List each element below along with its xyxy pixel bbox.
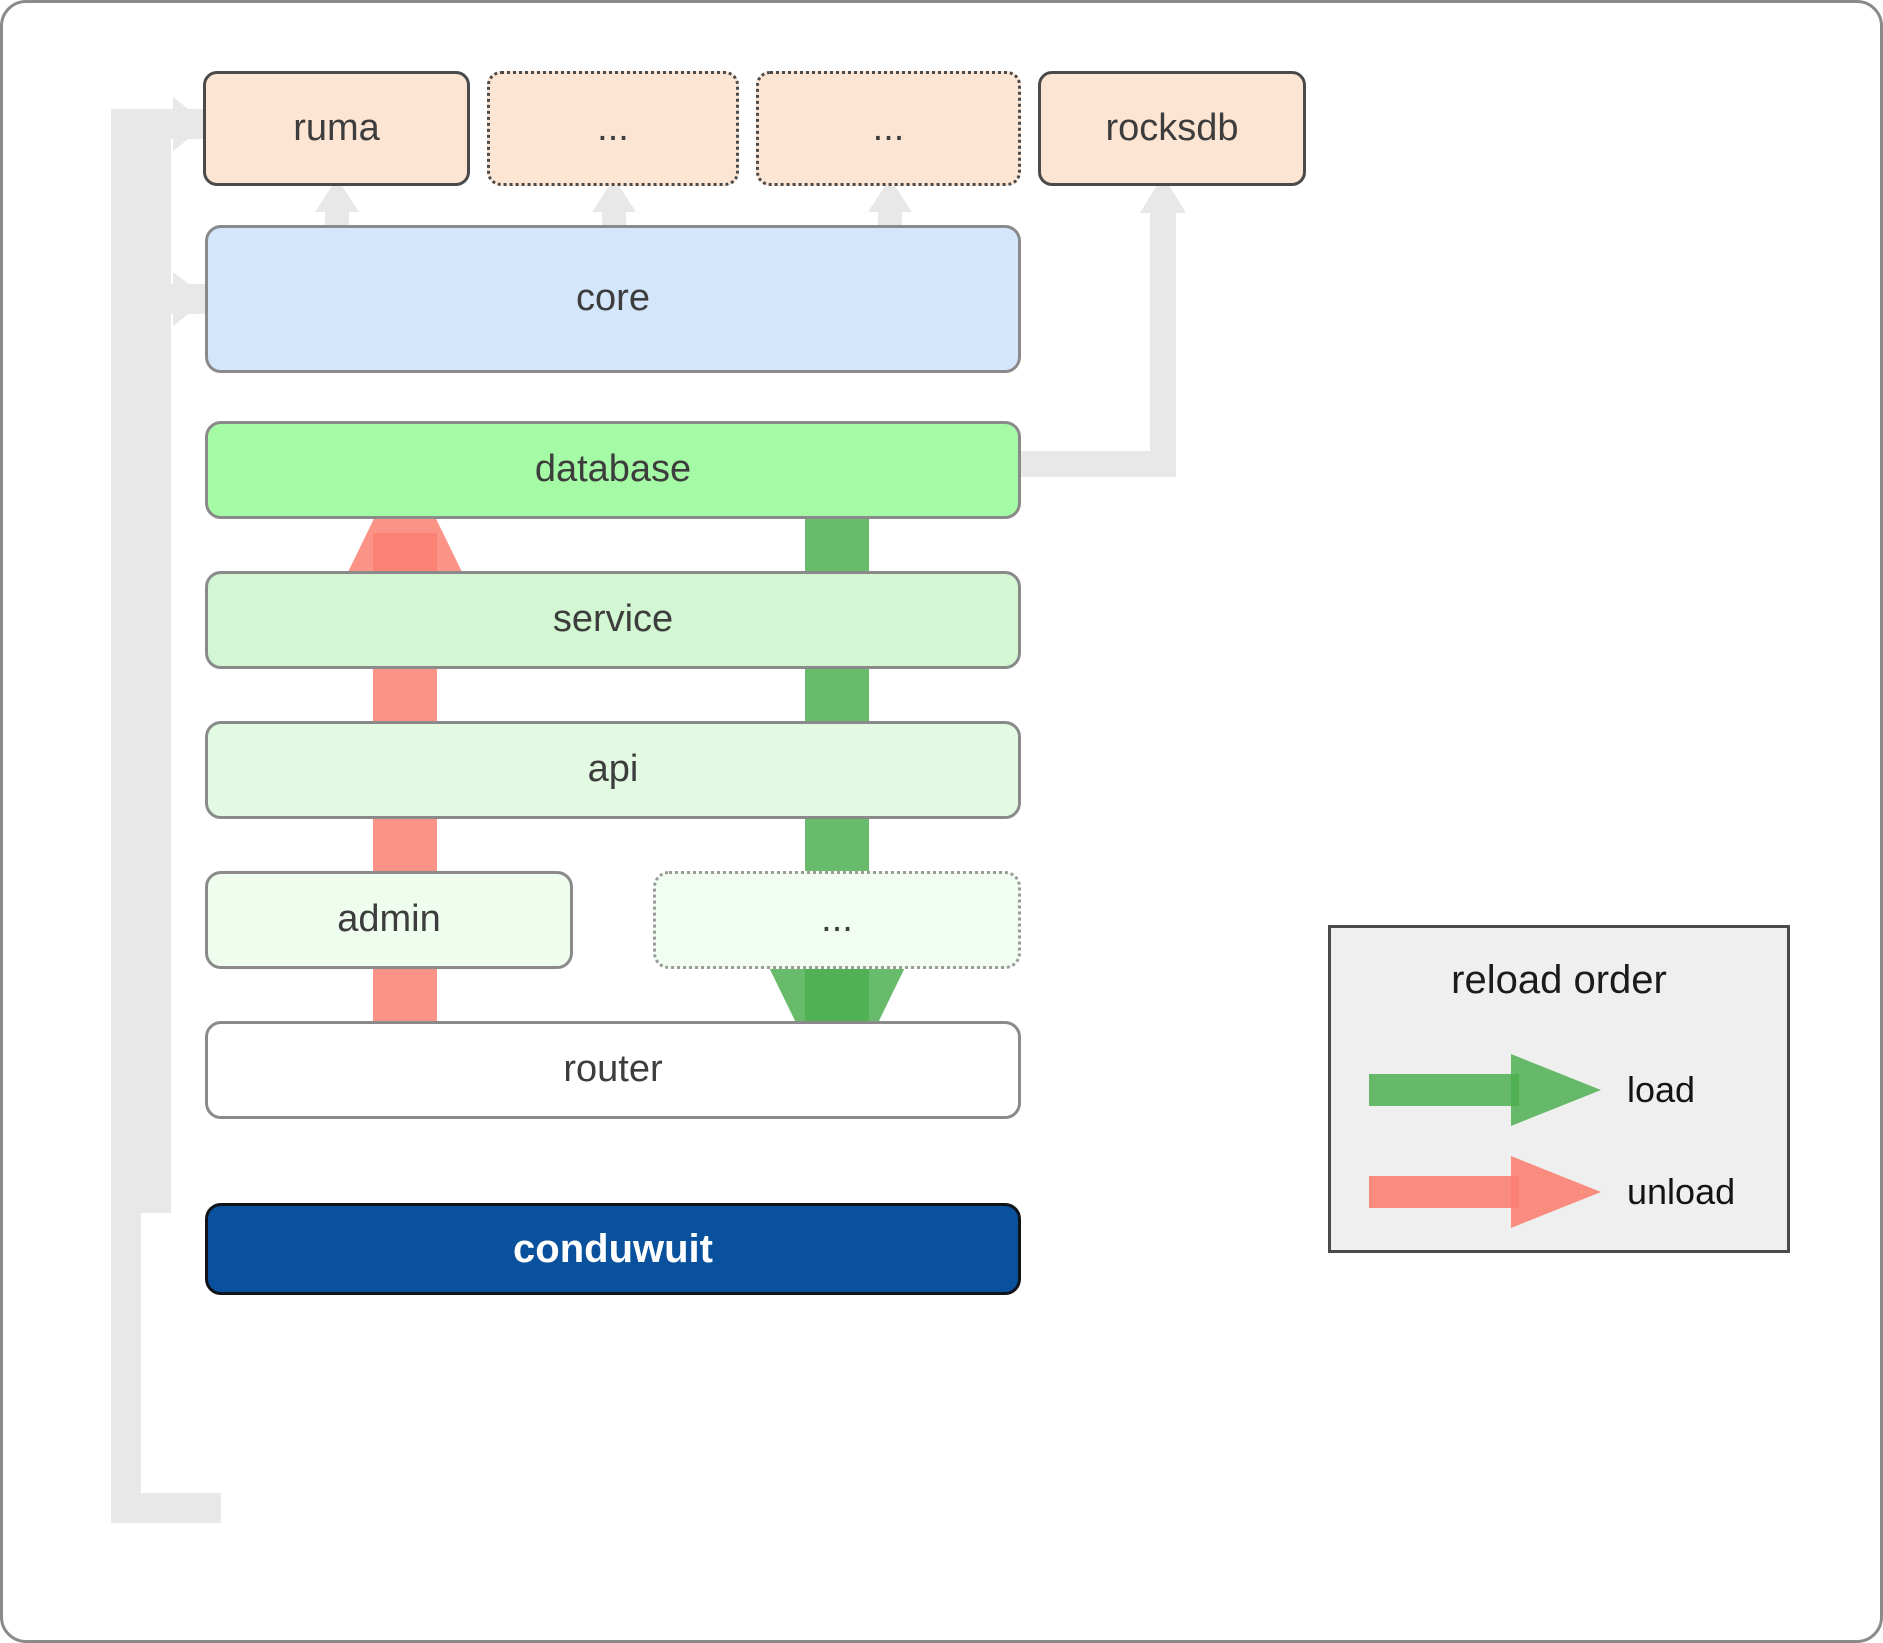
- crate-label: service: [552, 598, 674, 641]
- crate-node-router[interactable]: router: [205, 1021, 1021, 1119]
- binary-label: conduwuit: [513, 1227, 713, 1271]
- dependency-label: ...: [872, 106, 905, 149]
- crate-label: admin: [337, 898, 441, 941]
- crate-node-service[interactable]: service: [205, 571, 1021, 669]
- crate-node-core[interactable]: core: [205, 225, 1021, 373]
- binary-node-conduwuit[interactable]: conduwuit: [205, 1203, 1021, 1295]
- crate-node-api[interactable]: api: [205, 721, 1021, 819]
- crate-label: api: [587, 748, 639, 791]
- crate-label: router: [563, 1048, 663, 1091]
- crate-label: database: [534, 448, 692, 491]
- load-arrow-icon: [1369, 1054, 1601, 1126]
- crate-node-placeholder[interactable]: ...: [653, 871, 1021, 969]
- unload-arrow-icon: [1369, 1156, 1601, 1228]
- legend-entry-load: load: [1369, 1054, 1769, 1126]
- dependency-label: ruma: [293, 106, 380, 149]
- legend-entry-unload: unload: [1369, 1156, 1769, 1228]
- legend-title: reload order: [1451, 958, 1667, 1002]
- crate-node-database[interactable]: database: [205, 421, 1021, 519]
- dependency-label: rocksdb: [1105, 106, 1239, 149]
- dependency-node-ruma[interactable]: ruma: [203, 71, 470, 186]
- database-to-rocksdb-connector: [1021, 175, 1186, 477]
- legend-label-unload: unload: [1627, 1171, 1736, 1212]
- crate-node-admin[interactable]: admin: [205, 871, 573, 969]
- crate-label: ...: [821, 898, 853, 941]
- dependency-node-placeholder-2[interactable]: ...: [756, 71, 1021, 186]
- dependency-node-placeholder-1[interactable]: ...: [487, 71, 739, 186]
- dependency-label: ...: [597, 106, 629, 149]
- dependency-node-rocksdb[interactable]: rocksdb: [1038, 71, 1306, 186]
- crate-label: core: [576, 277, 650, 320]
- legend-panel: reload order load unload: [1328, 925, 1790, 1253]
- legend-label-load: load: [1627, 1069, 1696, 1110]
